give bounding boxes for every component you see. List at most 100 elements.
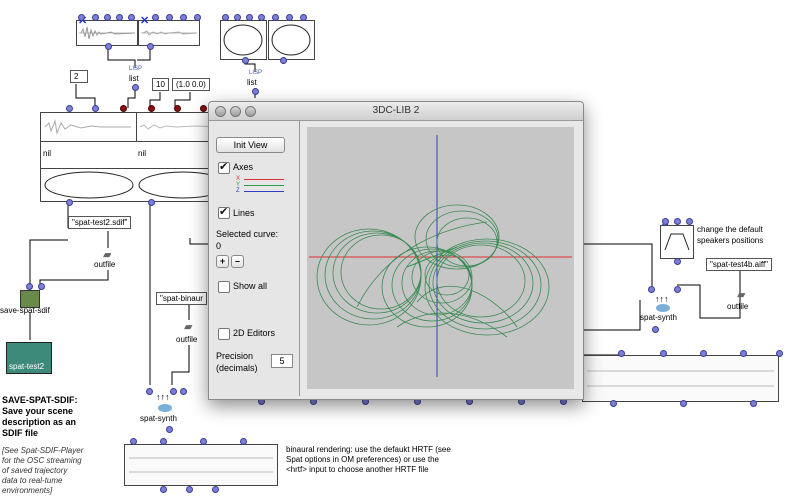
aiff-filename-box[interactable]: "spat-test4b.aiff" [706,258,773,271]
inlet-dot[interactable] [674,286,681,293]
inlet-dot[interactable] [674,218,681,225]
3dc-lib-window[interactable]: 3DC-LIB 2 Init View Axes X Y Z Lines Sel… [208,101,584,400]
inlet-dot[interactable] [200,438,207,445]
inlet-dot[interactable] [776,350,783,357]
inlet-dot[interactable] [116,14,123,21]
outlet-dot[interactable] [186,486,193,493]
lines-checkbox[interactable] [218,205,230,219]
plus-button[interactable]: + [216,255,229,268]
inlet-dot[interactable] [686,218,693,225]
inlet-dot[interactable] [300,14,307,21]
save-spat-sdif-icon[interactable] [20,290,40,308]
inlet-dot[interactable] [78,14,85,21]
outlet-dot[interactable] [105,43,112,50]
inlet-dot[interactable] [660,350,667,357]
inlet-dot[interactable] [160,438,167,445]
outlet-dot[interactable] [166,426,173,433]
inlet-dot[interactable] [200,105,207,112]
window-titlebar[interactable]: 3DC-LIB 2 [209,102,583,121]
outlet-dot[interactable] [212,486,219,493]
inlet-dot[interactable] [148,105,155,112]
outfile-object[interactable]: outfile [176,335,198,344]
inlet-dot[interactable] [246,14,253,21]
spat-synth-icon[interactable] [158,404,172,412]
position-list-box[interactable]: (1.0 0.0) [172,78,210,91]
folder-icon[interactable]: ▰ [184,321,193,333]
inlet-dot[interactable] [194,14,201,21]
spat-synth-icon[interactable] [656,304,670,312]
outlet-dot[interactable] [252,88,259,95]
outlet-dot[interactable] [280,57,287,64]
outlet-dot[interactable] [66,199,73,206]
inlet-dot[interactable] [662,218,669,225]
number-box[interactable]: 10 [152,78,169,91]
save-spat-sdif-object[interactable]: save-spat-sdif [0,306,50,315]
speaker-arrows-icon[interactable]: ↑↑↑ [655,294,669,304]
inlet-dot[interactable] [130,438,137,445]
bpf-box-2[interactable] [138,20,200,46]
inlet-dot[interactable] [222,14,229,21]
outlet-dot[interactable] [147,43,154,50]
inlet-dot[interactable] [174,105,181,112]
spat-synth-object[interactable]: spat-synth [140,414,177,423]
outlet-dot[interactable] [132,84,139,91]
bpc-box-1[interactable] [220,20,267,60]
inlet-dot[interactable] [180,388,187,395]
3d-view-canvas[interactable] [307,127,574,389]
inlet-dot[interactable] [152,14,159,21]
outlet-dot[interactable] [750,400,757,407]
outlet-dot[interactable] [610,400,617,407]
outlet-dot[interactable] [148,199,155,206]
inlet-dot[interactable] [180,14,187,21]
close-x-icon[interactable]: ✕ [78,15,88,27]
inlet-dot[interactable] [618,350,625,357]
sdif-filename-box[interactable]: "spat-test2.sdif" [68,216,132,229]
inlet-dot[interactable] [258,14,265,21]
init-view-button[interactable]: Init View [216,137,285,153]
close-x-icon[interactable]: ✕ [140,15,150,27]
inlet-dot[interactable] [120,105,127,112]
folder-icon[interactable]: ▰ [103,249,112,261]
inlet-dot[interactable] [740,350,747,357]
inlet-dot[interactable] [92,14,99,21]
outfile-object[interactable]: outfile [727,302,749,311]
inlet-dot[interactable] [104,14,111,21]
outlet-dot[interactable] [160,486,167,493]
precision-input[interactable]: 5 [271,354,293,368]
inlet-dot[interactable] [166,14,173,21]
list-object[interactable]: list [129,74,139,83]
number-box[interactable]: 2 [70,70,88,83]
inlet-dot[interactable] [38,283,45,290]
inlet-dot[interactable] [648,286,655,293]
inlet-dot[interactable] [26,283,33,290]
sound-output-box[interactable] [124,444,278,486]
inlet-dot[interactable] [66,105,73,112]
inlet-dot[interactable] [240,438,247,445]
inlet-dot[interactable] [128,14,135,21]
inlet-dot[interactable] [700,350,707,357]
speaker-config-box[interactable] [660,225,694,259]
outfile-object[interactable]: outfile [94,260,116,269]
inlet-dot[interactable] [92,105,99,112]
minus-button[interactable]: – [231,255,244,268]
folder-icon[interactable]: ▰ [737,289,746,301]
sound-output-box[interactable] [582,355,779,402]
minimize-window-button[interactable] [230,106,241,117]
outlet-dot[interactable] [674,258,681,265]
spat-scene-object[interactable]: nil nil [40,112,232,202]
outlet-dot[interactable] [242,57,249,64]
spat-test2-file[interactable]: spat-test2 [6,342,52,374]
inlet-dot[interactable] [286,14,293,21]
binaural-filename-box[interactable]: "spat-binaur [156,292,207,305]
zoom-window-button[interactable] [245,106,256,117]
spat-synth-object[interactable]: spat-synth [640,313,677,322]
bpc-box-2[interactable] [268,20,315,60]
inlet-dot[interactable] [170,388,177,395]
inlet-dot[interactable] [234,14,241,21]
inlet-dot[interactable] [146,388,153,395]
axes-checkbox[interactable] [218,160,230,174]
inlet-dot[interactable] [272,14,279,21]
close-window-button[interactable] [215,106,226,117]
2d-editors-checkbox[interactable] [218,328,230,340]
show-all-checkbox[interactable] [218,281,230,293]
